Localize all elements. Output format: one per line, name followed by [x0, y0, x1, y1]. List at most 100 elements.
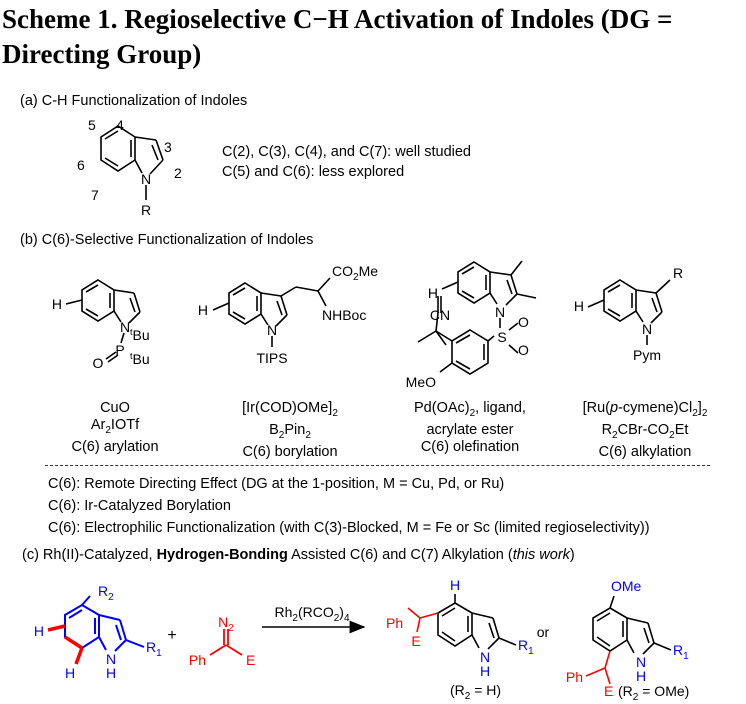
- part-a-heading: (a) C-H Functionalization of Indoles: [20, 93, 248, 109]
- c-nh-h: H: [106, 665, 116, 681]
- condition-line: R2CBr-CO2Et: [601, 421, 689, 441]
- condition-line: Ar2IOTf: [90, 417, 140, 436]
- b3-o2: O: [518, 342, 529, 358]
- c6-h: H: [450, 577, 460, 593]
- b4-h: H: [574, 298, 584, 314]
- structure-b4: [587, 279, 671, 345]
- condition-line: C(6) arylation: [71, 438, 159, 455]
- c6-r1: R1: [518, 637, 534, 657]
- c7-n: N: [636, 654, 646, 670]
- condition-line: CuO: [100, 400, 130, 416]
- note-1: C(6): Remote Directing Effect (DG at the…: [48, 476, 505, 492]
- part-c-heading-prefix: (c) Rh(II)-Catalyzed,: [22, 547, 157, 563]
- conditions-olefination: Pd(OAc)2, ligand, acrylate ester C(6) ol…: [395, 400, 545, 456]
- structure-b1: [65, 279, 141, 363]
- condition-line: [Ir(COD)OMe]2: [242, 400, 338, 419]
- b4-r: R: [673, 265, 683, 281]
- c6-red-bonds: [407, 607, 439, 633]
- b3-s: S: [497, 329, 506, 345]
- c7-r1: R1: [673, 642, 689, 662]
- part-c-heading-bold: Hydrogen-Bonding: [156, 547, 288, 563]
- b1-p: P: [115, 342, 124, 358]
- c7-red-bonds: [585, 650, 611, 685]
- position-4: 4: [116, 117, 124, 133]
- diazo-e: E: [246, 652, 255, 668]
- conditions-alkylation: [Ru(p-cymene)Cl2]2 R2CBr-CO2Et C(6) alky…: [560, 400, 730, 461]
- plus-sign: +: [167, 627, 176, 644]
- c-red-bond: [64, 635, 83, 650]
- part-c-heading-mid: Assisted C(6) and C(7) Alkylation (: [287, 547, 513, 563]
- b3-cn: CN: [430, 307, 450, 323]
- b3-o1: O: [518, 314, 529, 330]
- indole-a-r: R: [141, 202, 151, 218]
- position-2: 2: [174, 165, 182, 181]
- b1-o: O: [93, 355, 104, 371]
- b2-n: N: [267, 322, 277, 338]
- b4-n: N: [642, 321, 652, 337]
- conditions-borylation: [Ir(COD)OMe]2 B2Pin2 C(6) borylation: [215, 400, 365, 461]
- structure-c-product-c6: [437, 594, 517, 650]
- c6-ph: Ph: [386, 615, 403, 631]
- note-2: C(6): Ir-Catalyzed Borylation: [48, 498, 231, 514]
- structure-b3: [417, 260, 537, 375]
- condition-line: C(6) borylation: [242, 443, 338, 460]
- c7-nh-h: H: [636, 668, 646, 684]
- c6-r2-label: (R2 = H): [450, 682, 501, 702]
- c-r1: R1: [146, 639, 162, 659]
- part-a-line1: C(2), C(3), C(4), and C(7): well studied: [222, 144, 471, 160]
- part-a-line2: C(5) and C(6): less explored: [222, 164, 405, 180]
- b3-h: H: [428, 285, 438, 301]
- c7-e: E: [604, 683, 613, 699]
- c6-e: E: [411, 633, 420, 649]
- condition-line: [Ru(p-cymene)Cl2]2: [582, 400, 708, 419]
- diazo-n2: N2: [218, 614, 234, 634]
- b1-tbu2: tBu: [130, 351, 150, 367]
- scheme-title: Scheme 1. Regioselective C−H Activation …: [2, 4, 673, 69]
- dashed-divider: [45, 465, 710, 466]
- condition-line: B2Pin2: [269, 421, 311, 441]
- b4-pym: Pym: [633, 347, 661, 363]
- structure-c-diazo: [209, 629, 243, 656]
- part-c-heading-suffix: ): [569, 547, 575, 563]
- part-b-heading: (b) C(6)-Selective Functionalization of …: [20, 232, 314, 248]
- condition-line: C(6) alkylation: [598, 443, 692, 460]
- b3-meo: MeO: [406, 374, 436, 390]
- b1-h: H: [52, 296, 62, 312]
- condition-line: Pd(OAc)2, ligand,: [414, 400, 526, 419]
- structure-c-product-c7: [592, 595, 672, 655]
- b3-n: N: [495, 304, 505, 320]
- c-r2: R2: [98, 583, 114, 603]
- position-5: 5: [88, 117, 96, 133]
- c7-r2-label: (R2 = OMe): [618, 683, 689, 703]
- c6-nh-h: H: [480, 663, 490, 679]
- indole-a-n: N: [141, 171, 151, 187]
- c-red-bond-h6: [47, 624, 66, 632]
- indole-structure-a: [100, 125, 164, 200]
- diazo-ph: Ph: [189, 652, 206, 668]
- or-label: or: [537, 624, 550, 640]
- conditions-arylation: CuO Ar2IOTf C(6) arylation: [50, 400, 180, 456]
- c7-ome: OMe: [611, 578, 642, 594]
- c-red-bond-h7: [74, 647, 84, 665]
- c-h7: H: [65, 665, 75, 681]
- reagent-label: Rh2(RCO2)4: [274, 604, 349, 624]
- structure-b2: [212, 277, 331, 347]
- b1-n: N: [120, 319, 130, 335]
- part-c-heading: (c) Rh(II)-Catalyzed, Hydrogen-Bonding A…: [22, 547, 575, 563]
- part-c-heading-italic: this work: [512, 547, 570, 563]
- b2-tips: TIPS: [256, 350, 287, 366]
- b2-co2me: CO2Me: [332, 263, 378, 283]
- c-h6: H: [34, 623, 44, 639]
- note-3: C(6): Electrophilic Functionalization (w…: [48, 520, 650, 536]
- c6-n: N: [480, 649, 490, 665]
- c-nh-n: N: [106, 651, 116, 667]
- b2-nhboc: NHBoc: [322, 307, 366, 323]
- condition-line: acrylate ester: [426, 421, 514, 438]
- position-6: 6: [77, 157, 85, 173]
- c7-ph: Ph: [566, 669, 583, 685]
- b1-tbu1: tBu: [130, 327, 150, 343]
- position-7: 7: [91, 187, 99, 203]
- b2-h: H: [198, 302, 208, 318]
- position-3: 3: [164, 139, 172, 155]
